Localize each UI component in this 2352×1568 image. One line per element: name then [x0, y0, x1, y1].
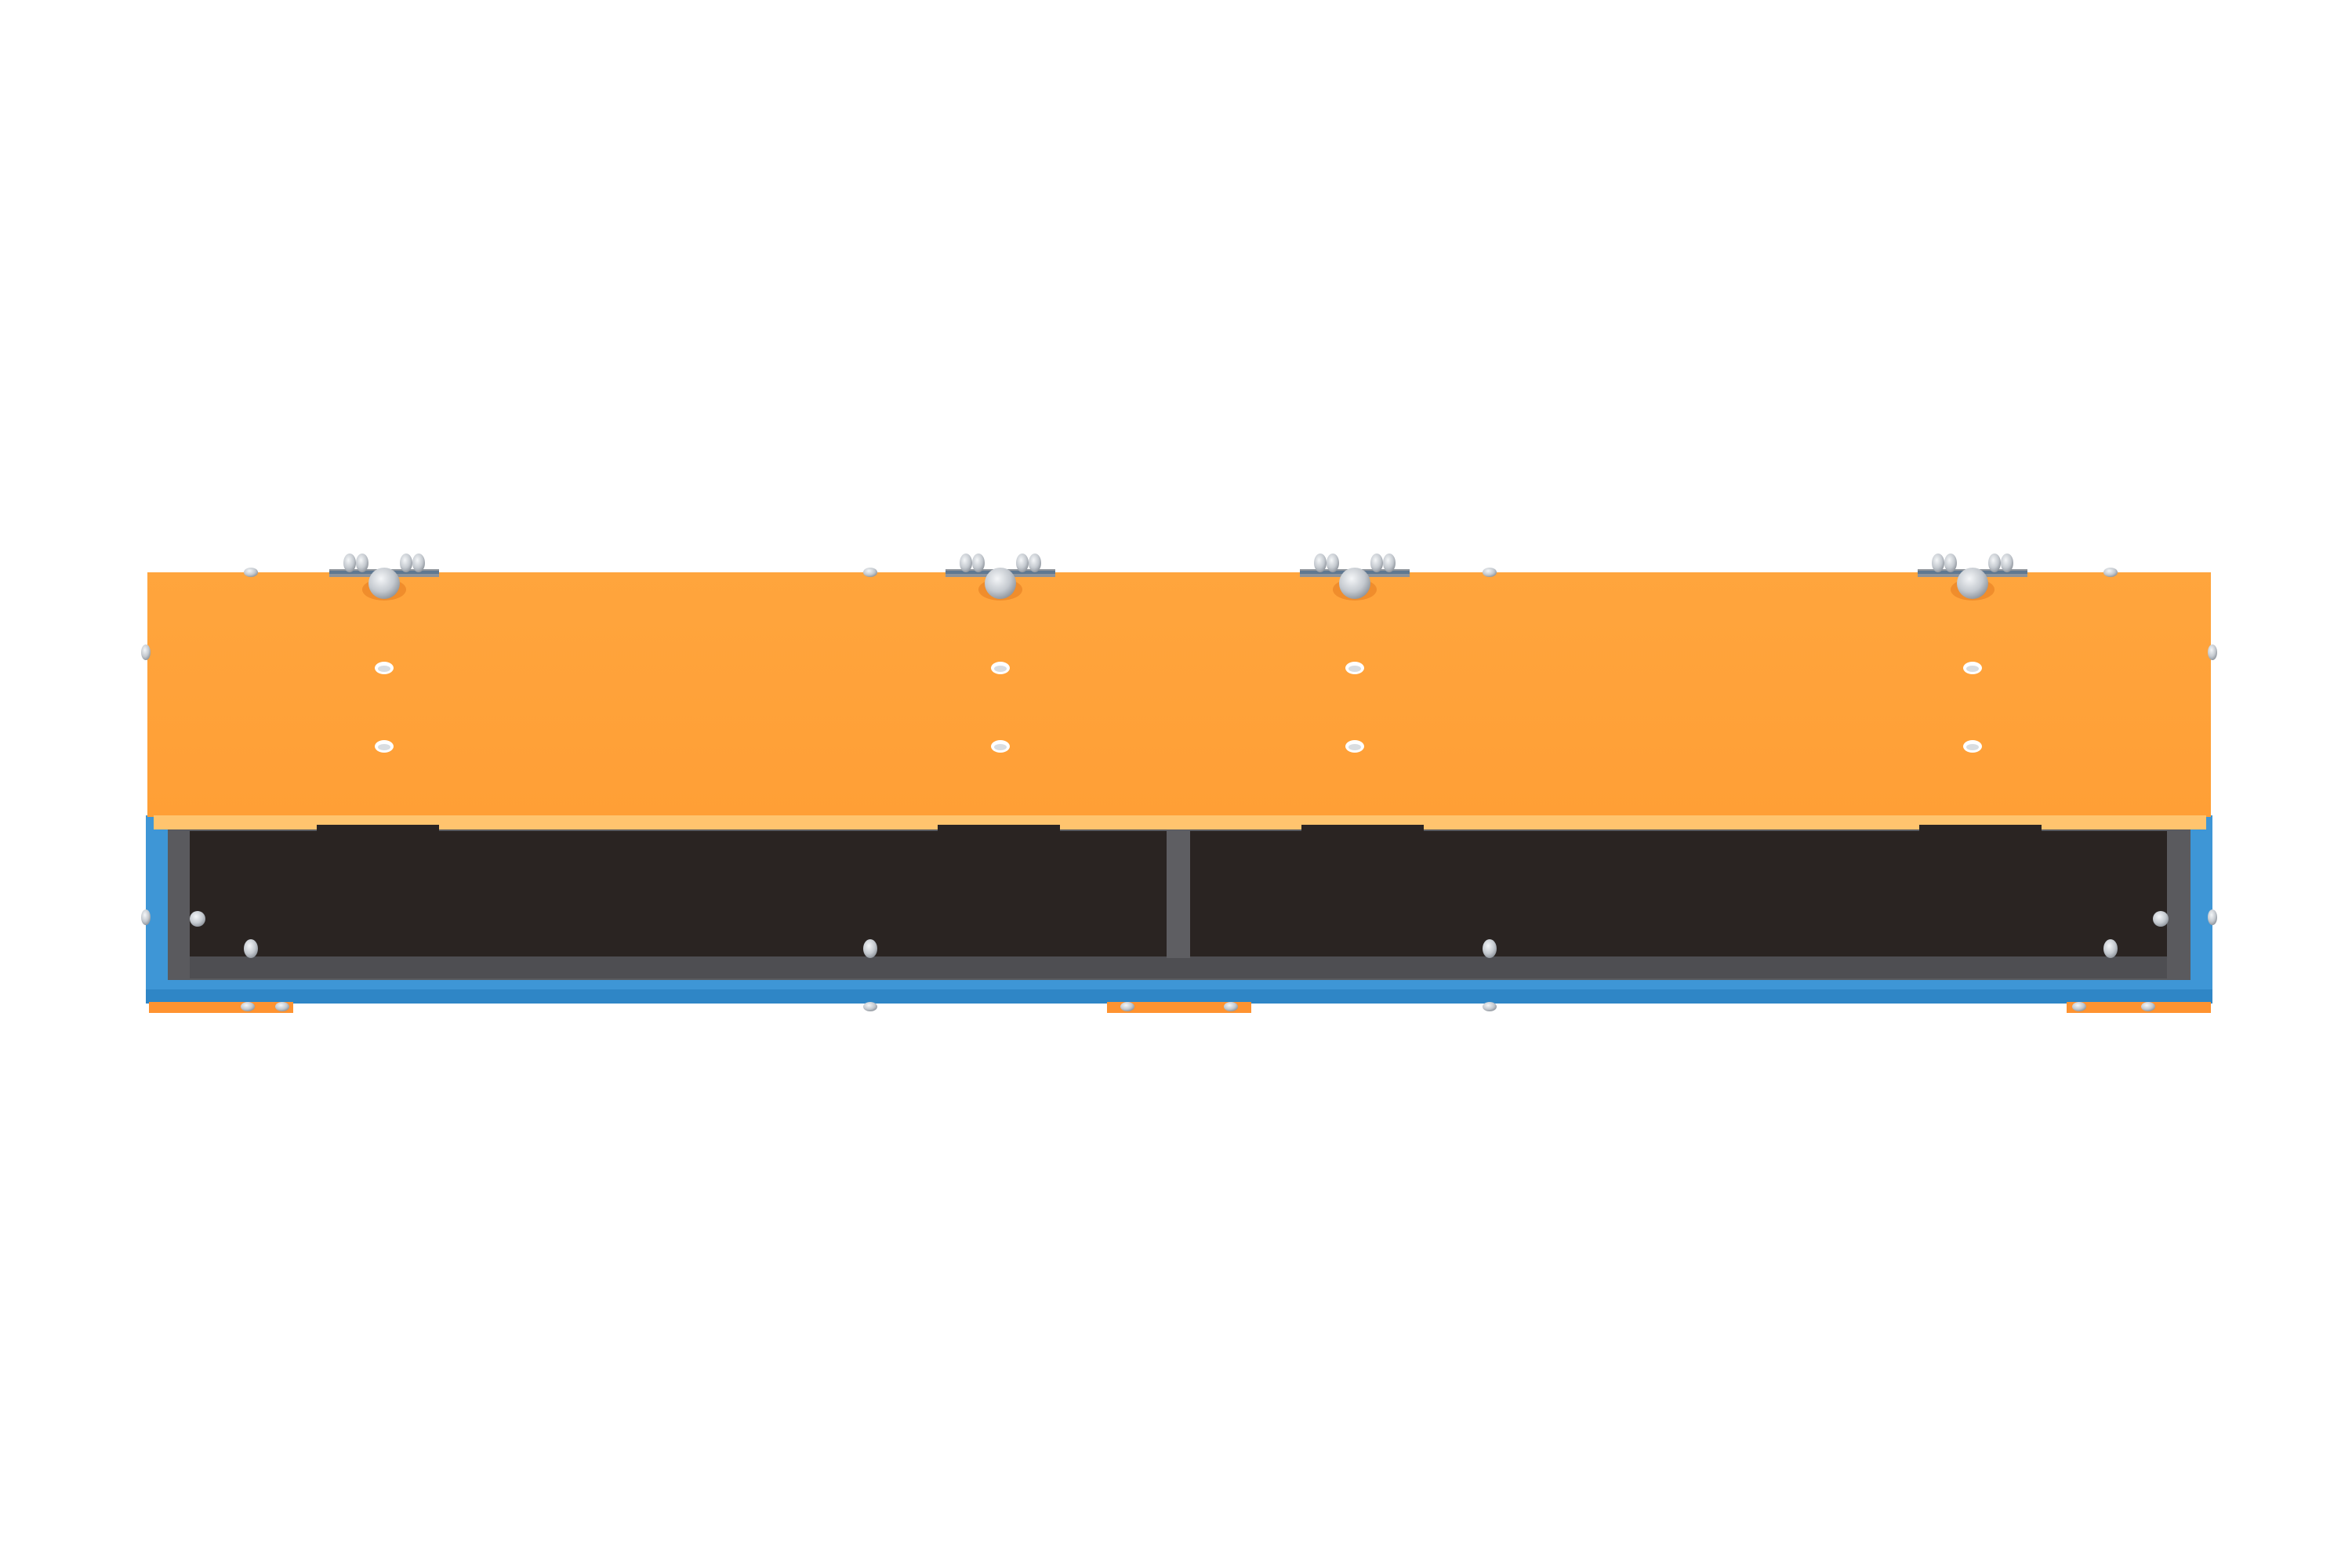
lip-tabs — [317, 825, 2042, 833]
seat-hole-inner — [378, 744, 390, 750]
bracket-bolt — [356, 554, 368, 572]
inner-bolt — [863, 939, 877, 958]
seat-screw-holes — [375, 662, 1982, 753]
bracket-bolt — [1944, 554, 1957, 572]
edge-bolt-bottom — [2141, 1002, 2155, 1011]
inner-bolts — [190, 911, 2169, 958]
bracket-bolt — [1016, 554, 1029, 572]
inner-bolt — [2103, 939, 2118, 958]
inner-side-bolt — [190, 911, 205, 927]
bracket-cap — [985, 568, 1016, 599]
edge-bolts — [141, 568, 2217, 1011]
edge-bolt-left — [141, 644, 151, 660]
edge-bolt-left — [141, 909, 151, 925]
edge-bolt-right — [2208, 909, 2217, 925]
bracket-cap — [1957, 568, 1988, 599]
foot-pad-right — [2067, 1002, 2211, 1013]
edge-bolt-bottom — [275, 1002, 289, 1011]
top-brackets — [329, 554, 2027, 601]
seat-front-lip — [154, 815, 2206, 829]
edge-bolt-top — [1483, 568, 1497, 577]
seat-top — [147, 572, 2211, 817]
edge-bolt-bottom — [1120, 1002, 1134, 1011]
bracket-bolt — [1383, 554, 1396, 572]
edge-bolt-top — [244, 568, 258, 577]
bracket-bolt — [1932, 554, 1944, 572]
edge-bolt-right — [2208, 644, 2217, 660]
inner-bolt — [244, 939, 258, 958]
seat-hole-inner — [1348, 666, 1361, 672]
seat-hole-inner — [1966, 666, 1979, 672]
bracket-bolt — [400, 554, 412, 572]
bracket-bolt — [1314, 554, 1327, 572]
compartment-left — [190, 831, 1167, 956]
center-divider — [1167, 829, 1190, 958]
bracket-bolt — [1370, 554, 1383, 572]
bracket-bolt — [972, 554, 985, 572]
inner-side-bolt — [2153, 911, 2169, 927]
compartment-right — [1190, 831, 2167, 956]
edge-bolt-bottom — [241, 1002, 255, 1011]
edge-bolt-bottom — [1224, 1002, 1238, 1011]
inner-bolt — [1483, 939, 1497, 958]
seat-hole-inner — [1348, 744, 1361, 750]
bracket-bolt — [1029, 554, 1041, 572]
bracket-bolt — [412, 554, 425, 572]
edge-bolt-top — [863, 568, 877, 577]
bracket-cap — [368, 568, 400, 599]
seat-hole-inner — [994, 666, 1007, 672]
bracket-bolt — [1988, 554, 2001, 572]
edge-bolt-top — [2103, 568, 2118, 577]
foot-pad-left — [149, 1002, 293, 1013]
bracket-bolt — [960, 554, 972, 572]
edge-bolt-bottom — [1483, 1002, 1497, 1011]
edge-bolt-bottom — [2072, 1002, 2086, 1011]
bracket-cap — [1339, 568, 1370, 599]
seat-hole-inner — [1966, 744, 1979, 750]
bracket-bolt — [1327, 554, 1339, 572]
inner-bottom-rail — [190, 956, 2167, 978]
edge-bolt-bottom — [863, 1002, 877, 1011]
bracket-bolt — [343, 554, 356, 572]
foot-pad-middle — [1107, 1002, 1251, 1013]
bracket-bolt — [2001, 554, 2013, 572]
seat-hole-inner — [378, 666, 390, 672]
blue-frame-bottom-strip — [146, 989, 2212, 1004]
seat-hole-inner — [994, 744, 1007, 750]
